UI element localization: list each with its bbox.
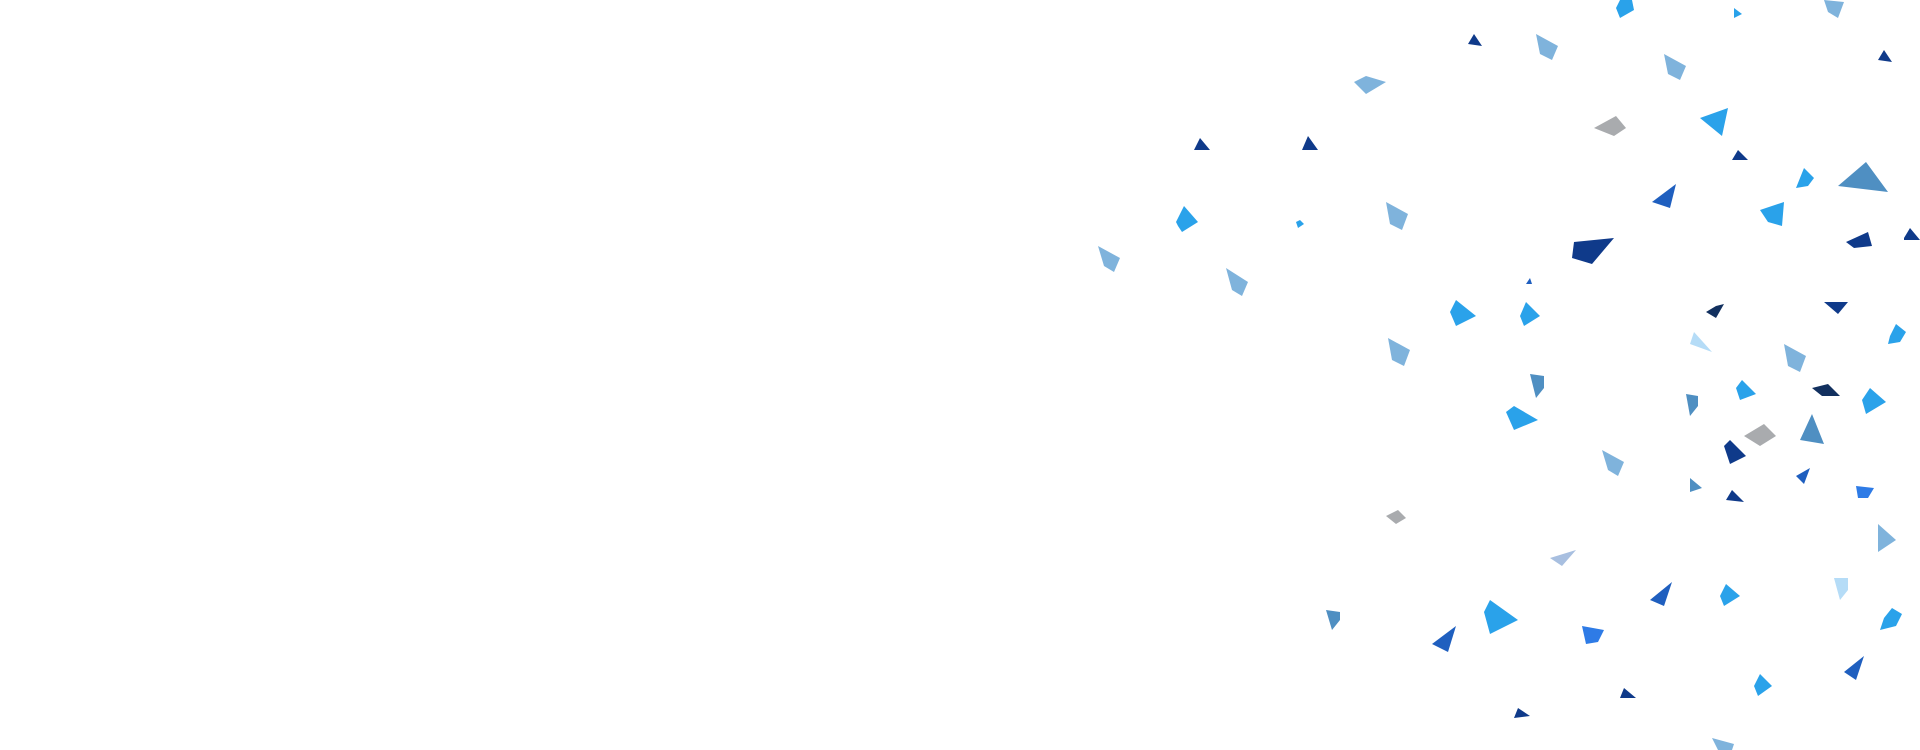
confetti-shard [1736, 380, 1756, 400]
confetti-shard [1844, 656, 1864, 680]
confetti-shard [1720, 584, 1740, 606]
confetti-shard [1468, 34, 1482, 46]
confetti-shard [1800, 414, 1824, 444]
confetti-shard [1326, 610, 1340, 630]
confetti-shard [1706, 304, 1724, 318]
confetti-shard [1700, 108, 1728, 136]
confetti-shard [1878, 50, 1892, 62]
confetti-shard [1744, 424, 1776, 446]
confetti-shard [1904, 228, 1920, 240]
confetti-shard [1594, 116, 1626, 136]
confetti-shard [1888, 324, 1906, 344]
confetti-shard [1602, 450, 1624, 476]
confetti-shard [1620, 688, 1636, 698]
confetti-shard [1824, 302, 1848, 314]
confetti-shard [1226, 268, 1248, 296]
confetti-shard [1838, 162, 1888, 192]
confetti-shard [1296, 220, 1304, 228]
confetti-shard [1572, 238, 1614, 264]
confetti-shard [1880, 608, 1902, 630]
confetti-shard [1432, 626, 1456, 652]
confetti-shard [1878, 524, 1896, 552]
confetti-shard [1194, 138, 1210, 150]
confetti-shard [1176, 206, 1198, 232]
confetti-shard [1386, 202, 1408, 230]
confetti-shard [1652, 184, 1676, 208]
confetti-shard [1856, 486, 1874, 498]
confetti-shard [1754, 674, 1772, 696]
confetti-shard [1796, 168, 1814, 188]
confetti-shard [1664, 54, 1686, 80]
confetti-shard [1732, 150, 1748, 160]
confetti-shard [1484, 600, 1518, 634]
confetti-shard [1784, 344, 1806, 372]
confetti-shard [1690, 332, 1712, 352]
confetti-shard [1824, 0, 1844, 18]
confetti-shard [1724, 440, 1746, 464]
confetti-shard [1734, 8, 1742, 18]
confetti-shard [1616, 0, 1634, 18]
confetti-shard [1812, 384, 1840, 396]
confetti-shard [1514, 708, 1530, 718]
confetti-shard [1846, 232, 1872, 248]
confetti-shard [1506, 406, 1538, 430]
confetti-shard [1388, 338, 1410, 366]
confetti-shard [1726, 490, 1744, 502]
confetti-shard [1526, 278, 1532, 284]
confetti-shard [1354, 76, 1386, 94]
confetti-shard [1098, 246, 1120, 272]
confetti-shard [1450, 300, 1476, 326]
confetti-shard [1550, 550, 1576, 566]
confetti-shard [1536, 34, 1558, 60]
confetti-shard [1520, 302, 1540, 326]
confetti-shard [1386, 510, 1406, 524]
confetti-shard [1760, 202, 1784, 226]
confetti-shard [1796, 468, 1810, 484]
confetti-shard [1862, 388, 1886, 414]
confetti-shard [1302, 136, 1318, 150]
confetti-shard [1582, 626, 1604, 644]
confetti-shard [1834, 578, 1848, 600]
confetti-shard [1530, 374, 1544, 398]
confetti-shard [1686, 394, 1698, 416]
confetti-shard [1712, 738, 1734, 750]
confetti-shard [1650, 582, 1672, 606]
confetti-shard [1690, 478, 1702, 492]
